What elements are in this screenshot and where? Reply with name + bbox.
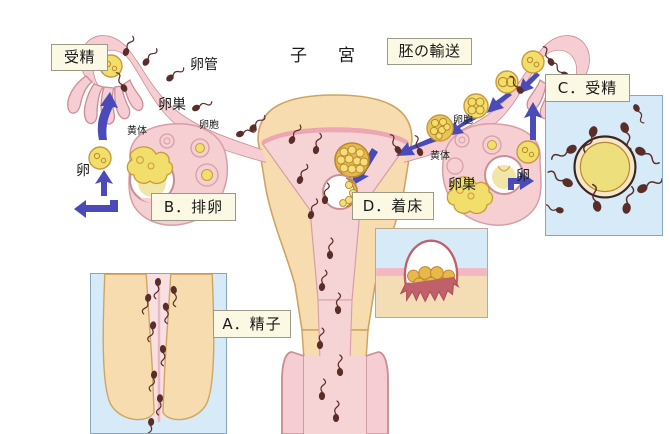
callout-embryo-transport[interactable]: 胚の輸送 <box>387 38 472 65</box>
inset-fertilization <box>545 95 663 236</box>
fertilization-inset-illustration <box>546 96 662 235</box>
annotation-egg-right: 卵 <box>516 168 530 184</box>
callout-label: 胚の輸送 <box>398 42 461 60</box>
annotation-follicle-left: 卵胞 <box>199 120 219 131</box>
annotation-egg-left: 卵 <box>76 163 90 179</box>
callout-fertilization-left[interactable]: 受精 <box>51 44 108 71</box>
callout-label: D．着床 <box>362 196 424 215</box>
arrow-icon <box>74 92 118 218</box>
annotation-ovary-left: 卵巣 <box>158 97 186 113</box>
callout-step-b-ovulation[interactable]: B．排卵 <box>151 193 236 221</box>
cervix-and-vagina <box>281 299 389 434</box>
sperm-icon <box>190 97 214 114</box>
annotation-corpus-luteum-right: 黄体 <box>430 151 450 162</box>
callout-label: 受精 <box>63 48 95 66</box>
callout-step-d-implantation[interactable]: D．着床 <box>352 192 434 220</box>
sperm-icon <box>164 64 186 84</box>
uterine-cavity <box>261 127 409 301</box>
egg-icon <box>88 146 112 170</box>
callout-step-a-sperm[interactable]: A．精子 <box>213 310 291 338</box>
inset-implantation <box>375 228 488 318</box>
sperm-inset-illustration <box>91 274 226 433</box>
implantation-inset-illustration <box>376 229 487 317</box>
annotation-corpus-luteum-left: 黄体 <box>127 126 147 137</box>
sperm-icon <box>140 45 159 68</box>
callout-label: B．排卵 <box>163 197 224 216</box>
callout-label: C．受精 <box>557 78 618 97</box>
annotation-follicle-right: 卵胞 <box>453 115 473 126</box>
inset-sperm <box>90 273 227 434</box>
egg-icon <box>516 140 540 164</box>
embryo-icon <box>322 50 545 210</box>
annotation-oviduct-left: 卵管 <box>190 57 218 73</box>
blastocyst-icon <box>334 142 370 178</box>
callout-step-c-fertilization[interactable]: C．受精 <box>545 74 630 102</box>
page-title-uterus: 子 宮 <box>290 46 362 66</box>
annotation-ovary-right: 卵巣 <box>448 177 476 193</box>
callout-label: A．精子 <box>222 314 282 333</box>
